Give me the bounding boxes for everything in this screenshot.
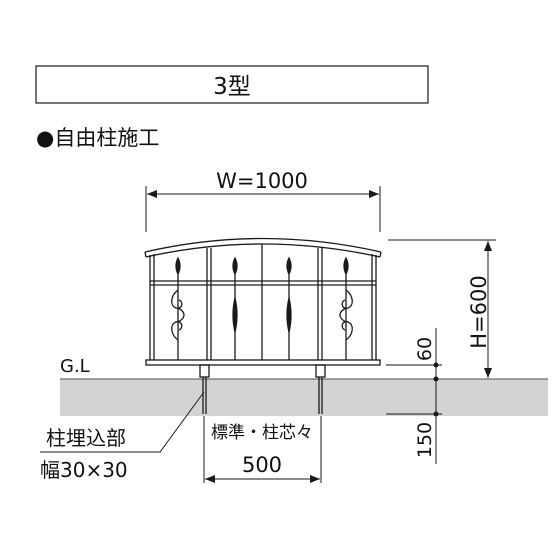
depth-dimension: [386, 328, 442, 464]
pitch-value: 500: [242, 453, 282, 477]
leader-line: [40, 391, 205, 453]
width-label: W=1000: [216, 169, 308, 193]
dim-dot-1: [433, 362, 439, 368]
pitch-dimension: [203, 416, 322, 483]
title-text: 3型: [213, 74, 251, 100]
dim-dot-2: [433, 376, 439, 382]
width-dimension: [145, 186, 381, 232]
post-note-line2: 幅30×30: [40, 458, 128, 482]
height-dimension: [388, 239, 496, 378]
ground-band: [60, 379, 548, 416]
dim-dot-3: [433, 411, 439, 417]
dim-60-label: 60: [414, 337, 436, 361]
post-note-line1: 柱埋込部: [46, 426, 126, 450]
height-label: H=600: [467, 275, 491, 348]
gl-label: G.L: [60, 356, 90, 377]
pitch-note: 標準・柱芯々: [211, 423, 313, 443]
section-heading: ●自由柱施工: [36, 126, 159, 150]
fence: [144, 237, 382, 414]
dim-150-label: 150: [414, 422, 436, 458]
title-box: [35, 65, 429, 104]
